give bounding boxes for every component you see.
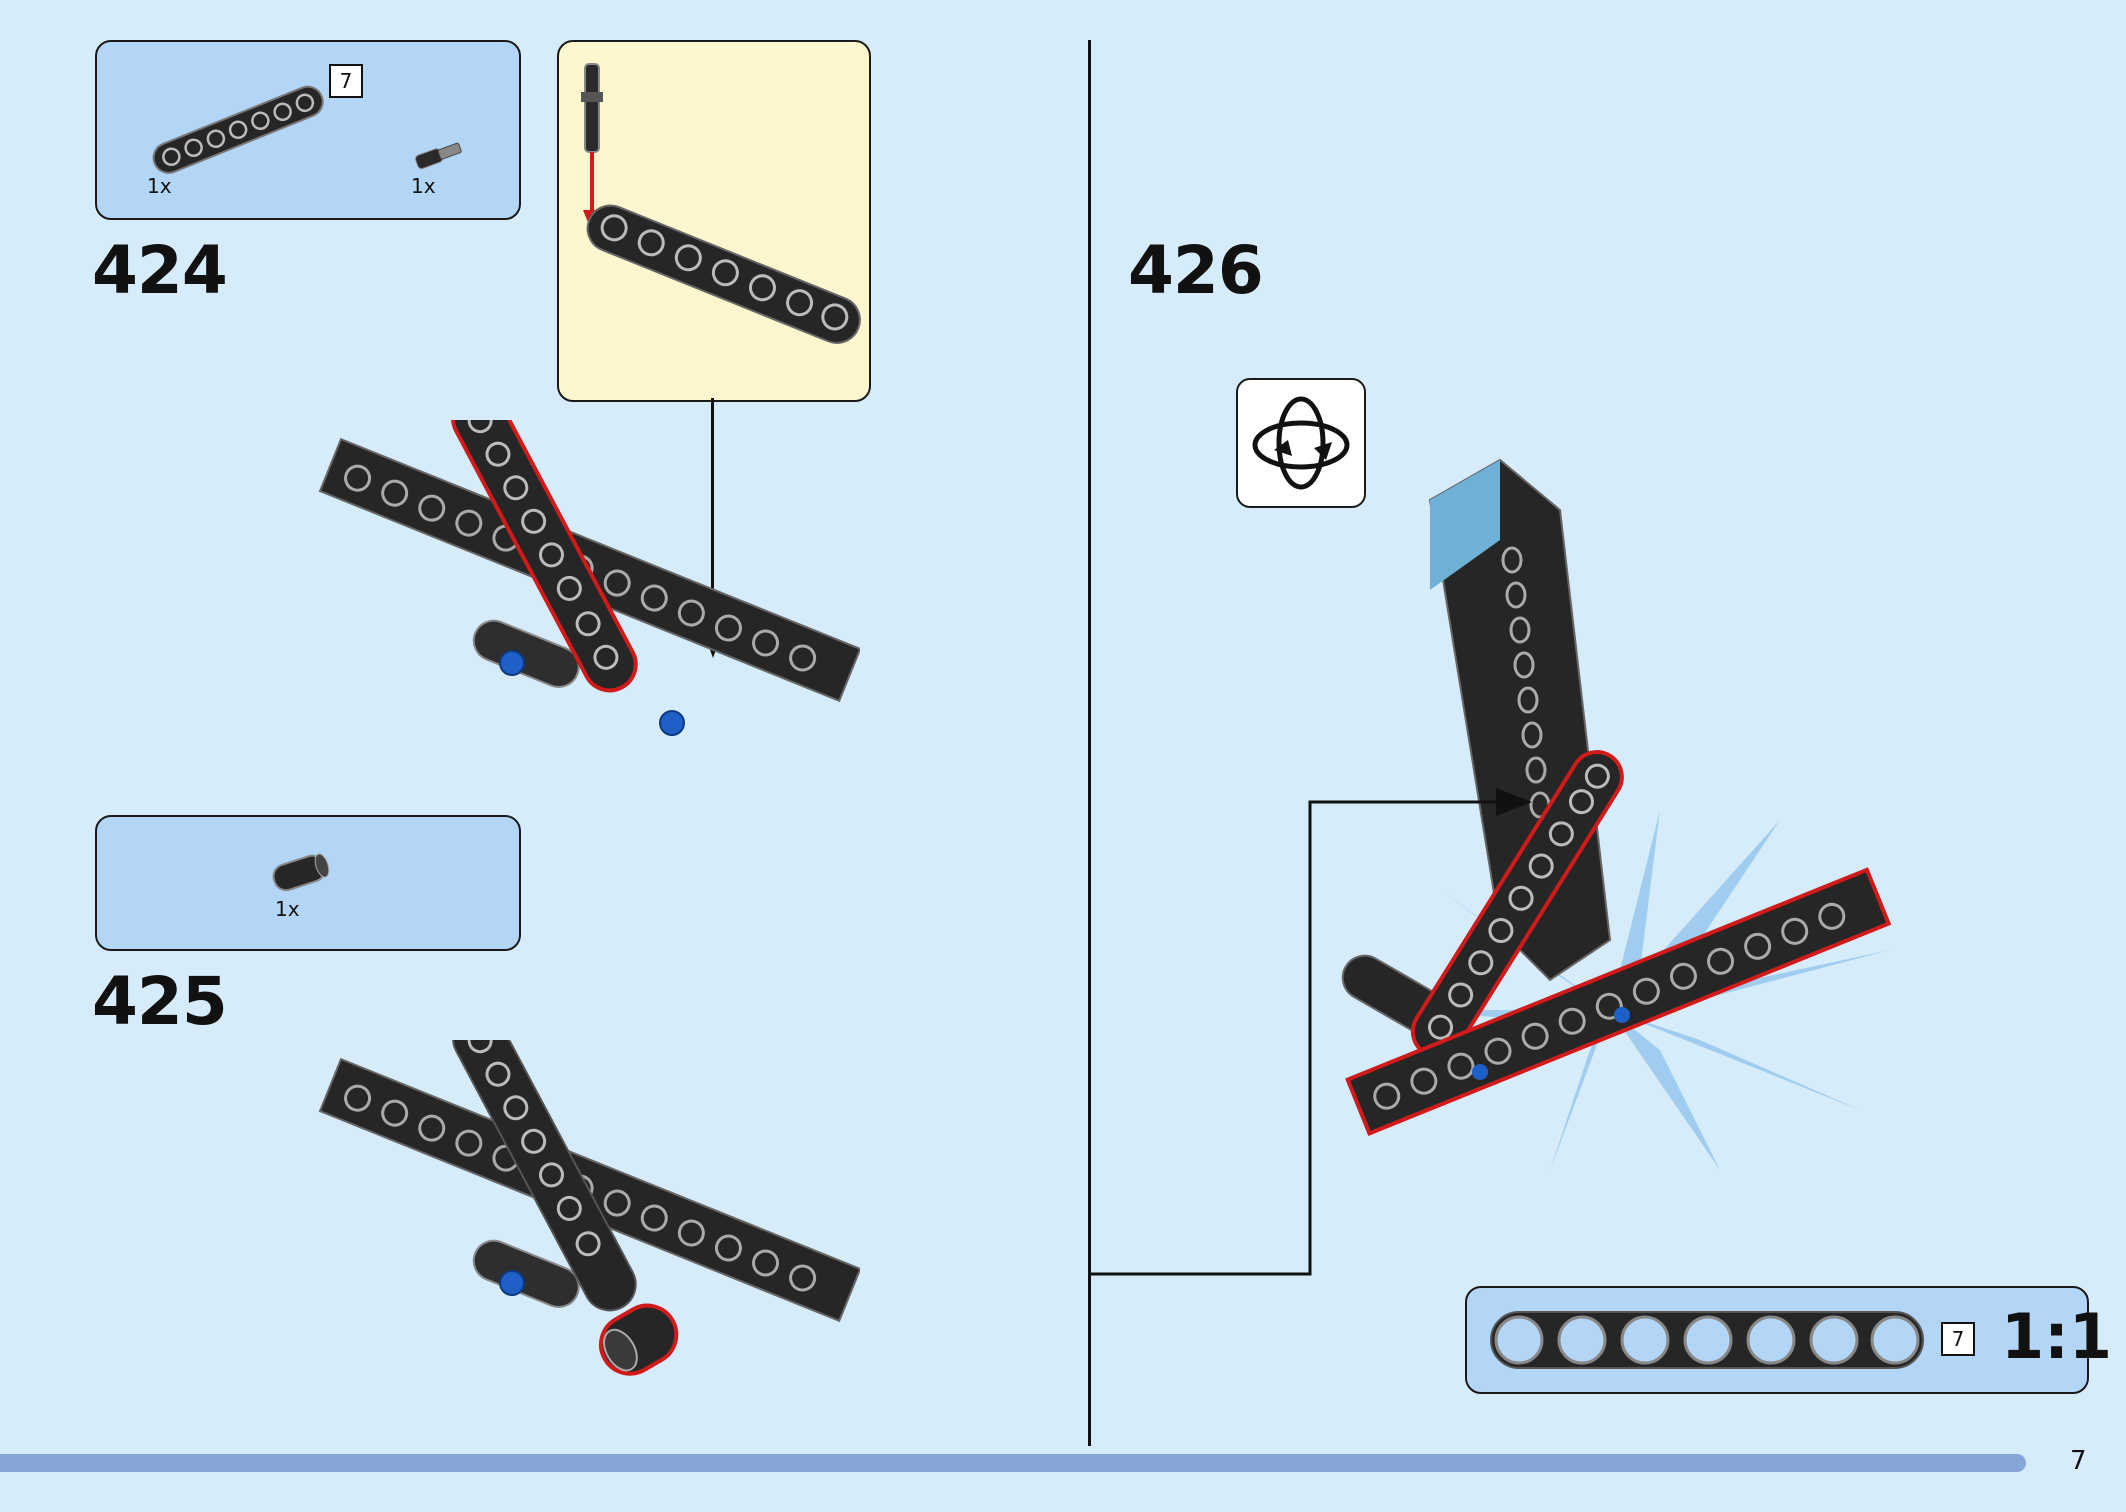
page-number: 7: [2070, 1446, 2087, 1476]
footer-progress-bar: [0, 1454, 2026, 1472]
step-number-425: 425: [92, 963, 228, 1040]
step-number-426: 426: [1128, 232, 1264, 309]
step-424-assembly-illustration: [318, 420, 860, 736]
axle-pin-qty: 1x: [411, 174, 436, 198]
scale-beam-illustration: [1490, 1311, 1924, 1369]
callout-assembly-illustration: [581, 63, 861, 344]
scale-length-tag: 7: [1941, 1322, 1975, 1356]
bush-connector-qty: 1x: [275, 897, 300, 921]
step-number-424: 424: [92, 232, 228, 309]
parts-list-step-424: 1x 7 1x: [95, 40, 521, 220]
rotate-model-icon: [1236, 378, 1366, 508]
scale-reference-box: 7 1:1: [1465, 1286, 2112, 1394]
axle-pin-part-icon: [415, 142, 462, 170]
callout-connector-line: [711, 398, 714, 626]
step-425-assembly-illustration: [318, 1040, 860, 1376]
beam-qty: 1x: [147, 174, 172, 198]
sub-step-callout: [557, 40, 871, 402]
step-426-pointer-line: [1090, 788, 1532, 1276]
step-426-assembly-illustration: [1341, 458, 1892, 1170]
bush-connector-part-icon: [272, 853, 330, 892]
scale-ratio: 1:1: [2001, 1300, 2113, 1373]
beam-7-part-icon: [152, 85, 324, 174]
parts-list-step-425: 1x: [95, 815, 521, 951]
rotate-arrows-icon: [1252, 396, 1350, 490]
page-column-divider: [1088, 40, 1091, 1446]
beam-length-tag: 7: [329, 64, 363, 98]
